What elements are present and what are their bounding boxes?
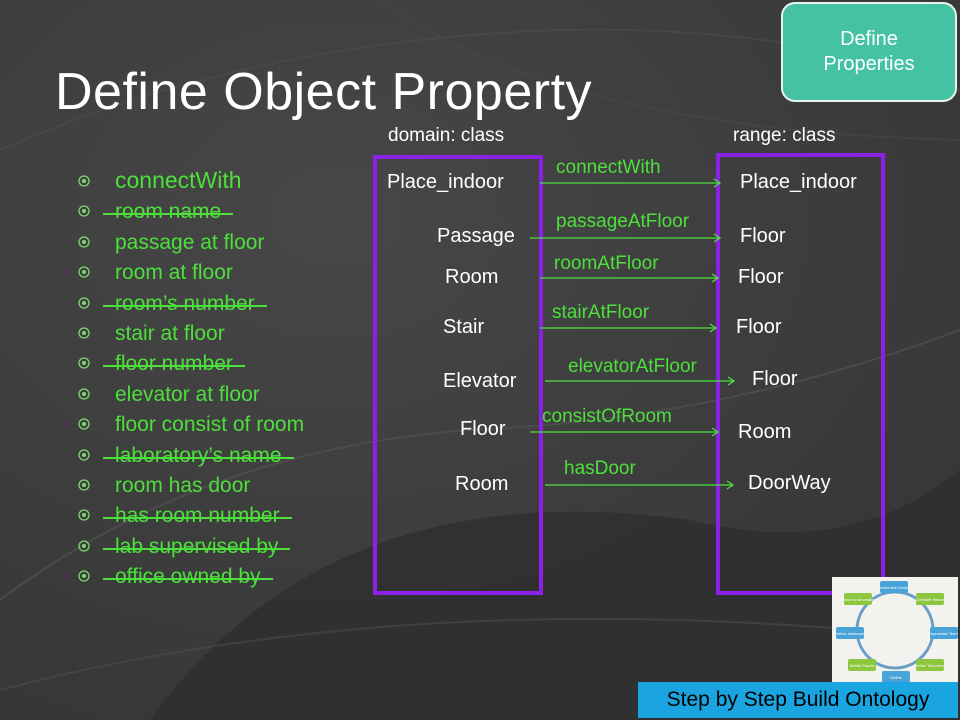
bullet-icon <box>78 509 90 521</box>
bullet-text: has room number <box>103 504 292 528</box>
bullet-icon <box>78 205 90 218</box>
define-properties-badge[interactable]: Define Properties <box>781 2 957 102</box>
arrowhead-icon <box>711 273 720 283</box>
cycle-step-label: Check for Anomalies <box>840 597 877 602</box>
cycle-step-label: Determine Scope <box>879 585 911 590</box>
range-class-label: Floor <box>752 368 798 390</box>
domain-header: domain: class <box>388 125 505 146</box>
property-label: passageAtFloor <box>556 211 690 232</box>
bullet-icon <box>78 296 90 309</box>
arrowhead-icon <box>726 480 735 490</box>
bullet-text: floor consist of room <box>115 413 305 437</box>
bullet-text: stair at floor <box>115 321 225 345</box>
cycle-step: Consider Reuse <box>916 593 945 605</box>
arrowhead-icon <box>727 376 736 386</box>
property-label: stairAtFloor <box>552 302 650 323</box>
bullet-icon <box>78 448 90 461</box>
bullet-icon <box>78 418 90 430</box>
bullet-icon <box>78 236 90 248</box>
bullet-text: connectWith <box>115 167 242 193</box>
property-label: elevatorAtFloor <box>568 356 697 377</box>
bullet-text: elevator at floor <box>115 382 260 406</box>
domain-class-label: Room <box>455 473 509 495</box>
range-class-label: DoorWay <box>748 472 831 494</box>
bullet-icon <box>78 357 90 369</box>
bullet-text: room at floor <box>115 261 233 285</box>
cycle-step: Define Taxonomy <box>915 659 946 671</box>
slide-title: Define Object Property <box>55 63 593 121</box>
bullet-text: room name <box>102 200 234 224</box>
bullet-icon <box>78 540 90 552</box>
cycle-step-label: Define Instances <box>835 631 865 636</box>
cycle-step-label: Define Facets <box>850 663 875 668</box>
cycle-step: Determine Scope <box>879 581 911 593</box>
bullet-icon <box>78 388 90 400</box>
range-class-label: Place_indoor <box>740 171 857 193</box>
range-class-label: Floor <box>740 225 786 247</box>
bullet-text: laboratory’s name <box>103 443 294 467</box>
property-label: connectWith <box>556 157 661 178</box>
range-class-label: Floor <box>736 316 782 338</box>
bullet-text: lab supervised by <box>102 534 291 558</box>
cycle-step-label: Define <box>890 675 902 680</box>
range-header: range: class <box>733 125 836 146</box>
bullet-text: room has door <box>115 473 251 497</box>
bullet-icon <box>78 570 90 582</box>
property-label: consistOfRoom <box>542 406 672 427</box>
cycle-step: Define <box>882 671 910 683</box>
footer-banner: Step by Step Build Ontology <box>638 682 958 718</box>
cycle-step: Define Facets <box>848 659 876 671</box>
bullet-text: passage at floor <box>115 230 265 254</box>
domain-class-label: Floor <box>460 418 506 440</box>
bullet-text: floor number <box>103 352 245 376</box>
domain-class-label: Stair <box>443 316 485 338</box>
bullet-text: room’s number <box>103 291 267 315</box>
bullet-icon <box>78 266 90 278</box>
domain-class-label: Passage <box>437 225 515 247</box>
bullet-icon <box>78 327 90 339</box>
range-box <box>716 153 885 595</box>
arrowhead-icon <box>711 427 720 437</box>
arrowhead-icon <box>713 233 722 243</box>
domain-class-label: Elevator <box>443 370 517 392</box>
domain-class-label: Place_indoor <box>387 171 504 193</box>
property-label: hasDoor <box>564 458 636 479</box>
arrowhead-icon <box>709 323 718 333</box>
domain-box <box>373 155 543 595</box>
bullet-icon <box>78 175 90 187</box>
property-label: roomAtFloor <box>554 253 659 274</box>
range-class-label: Room <box>738 421 792 443</box>
arrowhead-icon <box>713 178 722 188</box>
cycle-step: Enumerate Terms <box>928 627 960 639</box>
cycle-step-label: Define Taxonomy <box>915 663 946 668</box>
cycle-step-label: Consider Reuse <box>916 597 945 602</box>
bullet-text: office owned by <box>103 565 273 589</box>
badge-label: Define Properties <box>823 28 915 75</box>
cycle-step: Define Instances <box>835 627 865 639</box>
bullet-icon <box>78 479 90 491</box>
range-class-label: Floor <box>738 266 784 288</box>
domain-class-label: Room <box>445 266 499 288</box>
cycle-step: Check for Anomalies <box>840 593 877 605</box>
cycle-step-label: Enumerate Terms <box>928 631 958 636</box>
